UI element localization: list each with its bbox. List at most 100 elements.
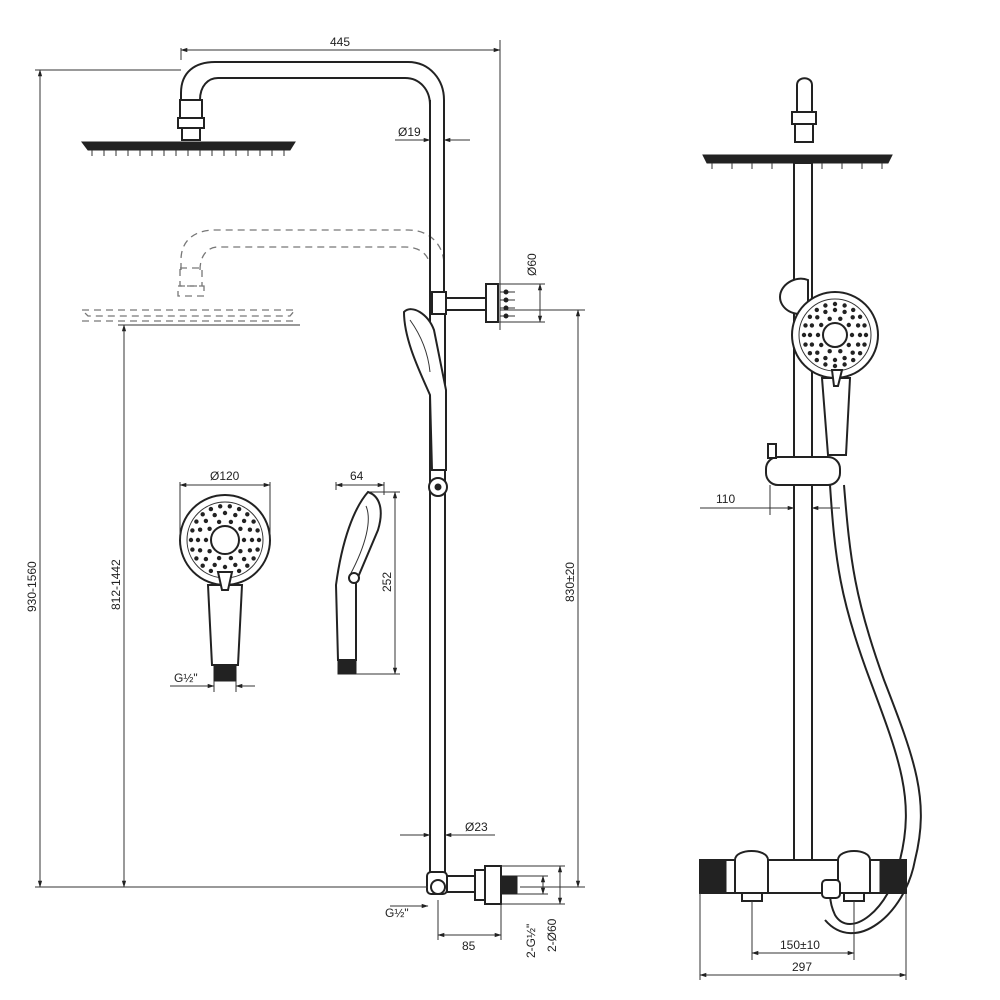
spray-hole xyxy=(846,322,851,328)
spray-hole xyxy=(203,537,209,543)
spray-hole xyxy=(855,342,861,347)
dim-inlet-offset: 85 xyxy=(462,939,476,953)
spray-hole xyxy=(200,563,205,568)
spray-hole xyxy=(245,512,250,517)
hand-shower-side-detail xyxy=(334,490,382,675)
spray-hole xyxy=(245,563,250,568)
spray-hole xyxy=(803,323,808,328)
spray-hole xyxy=(801,332,807,338)
spray-hole xyxy=(832,363,838,369)
spray-hole xyxy=(227,504,232,509)
spray-hole xyxy=(863,332,869,338)
dim-bracket-diameter: Ø60 xyxy=(525,253,539,276)
spray-hole xyxy=(807,332,813,338)
spray-hole xyxy=(195,537,201,543)
rain-head-nozzles xyxy=(91,150,285,156)
spray-hole xyxy=(190,547,195,552)
spray-hole xyxy=(249,537,255,543)
spray-hole xyxy=(832,307,838,313)
spray-hole xyxy=(216,555,222,561)
spray-hole xyxy=(815,315,820,320)
wall-inlet xyxy=(426,865,518,905)
dim-total-height: 930-1560 xyxy=(25,561,39,612)
spray-hole xyxy=(851,307,856,313)
spray-hole xyxy=(200,512,205,517)
spray-hole xyxy=(819,322,824,328)
overhead-arm xyxy=(180,61,445,300)
side-rail xyxy=(793,162,813,864)
spray-hole xyxy=(233,562,238,568)
spray-hole xyxy=(815,332,821,338)
spray-hole xyxy=(842,355,847,361)
dim-mixer-width: 297 xyxy=(792,960,812,974)
dim-rail-height: 830±20 xyxy=(563,562,577,602)
spray-hole xyxy=(838,316,843,321)
spray-hole xyxy=(247,548,253,553)
spray-hole xyxy=(247,527,253,532)
dim-inlet-covers: 2-Ø60 xyxy=(545,918,559,952)
spray-hole xyxy=(815,350,820,355)
spray-hole xyxy=(857,314,863,319)
spray-hole xyxy=(850,350,855,355)
spray-hole xyxy=(851,357,856,363)
spray-hole xyxy=(862,342,867,347)
spray-hole xyxy=(216,519,222,525)
spray-hole xyxy=(857,332,863,338)
dimension-labels: 445 Ø19 Ø60 930-1560 812-1442 830±20 Ø12… xyxy=(25,35,820,974)
spray-hole xyxy=(827,316,832,321)
spray-hole xyxy=(803,342,808,347)
spray-hole xyxy=(855,323,861,328)
spray-hole xyxy=(241,518,247,524)
dim-inlet-thread: G½" xyxy=(385,906,409,920)
spray-hole xyxy=(228,555,234,561)
spray-hole xyxy=(218,504,223,509)
front-view xyxy=(80,61,518,905)
spray-hole xyxy=(255,528,260,533)
dim-inlet-threads: 2-G½" xyxy=(524,924,538,958)
lowered-position-outline xyxy=(80,229,445,322)
spray-hole xyxy=(241,556,247,562)
spray-hole xyxy=(207,549,212,554)
spray-hole xyxy=(208,506,214,512)
dim-hand-thread: G½" xyxy=(174,671,198,685)
spray-hole xyxy=(823,362,828,367)
spray-hole xyxy=(842,303,847,308)
dim-hand-depth: 64 xyxy=(350,469,364,483)
hand-shower-front-detail xyxy=(179,494,271,682)
spray-hole xyxy=(823,309,828,315)
dim-side-offset: 110 xyxy=(716,492,735,506)
spray-hole xyxy=(807,314,813,319)
spray-hole xyxy=(846,342,851,348)
spray-hole xyxy=(236,568,242,574)
spray-hole xyxy=(190,528,195,533)
spray-hole xyxy=(857,351,863,356)
dim-lower-pipe-diameter: Ø23 xyxy=(465,820,488,834)
hand-shower-mounted xyxy=(402,308,447,471)
spray-hole xyxy=(238,549,243,554)
spray-hole xyxy=(838,349,843,354)
rain-shower-head xyxy=(81,141,296,151)
spray-hole xyxy=(842,309,847,315)
spray-hole xyxy=(255,547,260,552)
spray-hole xyxy=(194,556,199,561)
thermostatic-mixer xyxy=(699,859,907,894)
dim-head-height: 812-1442 xyxy=(109,559,123,610)
spray-hole xyxy=(832,301,838,307)
spray-hole xyxy=(827,349,832,354)
dim-hand-diameter: Ø120 xyxy=(210,469,240,483)
spray-hole xyxy=(238,526,243,531)
spray-hole xyxy=(814,307,819,313)
spray-hole xyxy=(807,351,813,356)
spray-hole xyxy=(842,362,847,367)
wall-bracket xyxy=(431,283,515,323)
spray-hole xyxy=(222,510,228,516)
spray-hole xyxy=(251,519,256,524)
dimension-lines xyxy=(35,40,907,980)
spray-hole xyxy=(823,355,828,361)
spray-hole xyxy=(823,303,828,308)
spray-hole xyxy=(832,357,838,363)
spray-hole xyxy=(208,568,214,574)
spray-hole xyxy=(197,527,203,532)
spray-hole xyxy=(236,506,242,512)
spray-hole xyxy=(228,519,234,525)
